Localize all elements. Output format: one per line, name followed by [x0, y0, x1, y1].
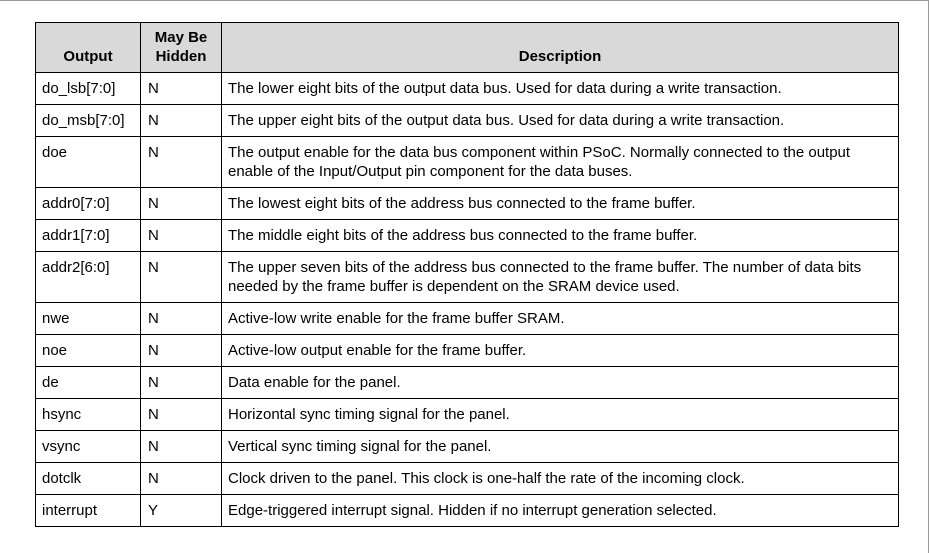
cell-description: Horizontal sync timing signal for the pa…: [221, 398, 899, 431]
cell-output: hsync: [35, 398, 141, 431]
cell-may-be-hidden: N: [140, 398, 222, 431]
cell-output: addr1[7:0]: [35, 219, 141, 252]
cell-may-be-hidden: N: [140, 219, 222, 252]
cell-may-be-hidden: N: [140, 430, 222, 463]
cell-description: The lowest eight bits of the address bus…: [221, 187, 899, 220]
header-hidden-line-1: May Be: [154, 29, 208, 46]
cell-may-be-hidden: Y: [140, 494, 222, 527]
cell-output: addr0[7:0]: [35, 187, 141, 220]
header-row: Output May Be Hidden Description: [35, 22, 899, 73]
header-description: Description: [221, 22, 899, 73]
cell-description: Active-low output enable for the frame b…: [221, 334, 899, 367]
cell-output: noe: [35, 334, 141, 367]
cell-output: nwe: [35, 302, 141, 335]
cell-description: The lower eight bits of the output data …: [221, 72, 899, 105]
cell-may-be-hidden: N: [140, 302, 222, 335]
cell-description: Vertical sync timing signal for the pane…: [221, 430, 899, 463]
cell-output: do_msb[7:0]: [35, 104, 141, 137]
cell-description: Active-low write enable for the frame bu…: [221, 302, 899, 335]
cell-output: interrupt: [35, 494, 141, 527]
cell-may-be-hidden: N: [140, 72, 222, 105]
cell-description: The upper eight bits of the output data …: [221, 104, 899, 137]
cell-may-be-hidden: N: [140, 462, 222, 495]
cell-description: Clock driven to the panel. This clock is…: [221, 462, 899, 495]
header-hidden-line-2: Hidden: [155, 48, 207, 65]
table-header: Output May Be Hidden Description: [35, 22, 899, 73]
cell-description: Edge-triggered interrupt signal. Hidden …: [221, 494, 899, 527]
outputs-table: Output May Be Hidden Description do_lsb[…: [35, 22, 899, 527]
page-frame-top-border: [0, 0, 929, 1]
cell-may-be-hidden: N: [140, 251, 222, 303]
cell-output: do_lsb[7:0]: [35, 72, 141, 105]
cell-output: vsync: [35, 430, 141, 463]
cell-may-be-hidden: N: [140, 334, 222, 367]
cell-may-be-hidden: N: [140, 187, 222, 220]
cell-may-be-hidden: N: [140, 104, 222, 137]
header-output: Output: [35, 22, 141, 73]
cell-description: The upper seven bits of the address bus …: [221, 251, 899, 303]
cell-output: addr2[6:0]: [35, 251, 141, 303]
cell-description: The middle eight bits of the address bus…: [221, 219, 899, 252]
header-may-be-hidden: May Be Hidden: [140, 22, 222, 73]
cell-description: The output enable for the data bus compo…: [221, 136, 899, 188]
cell-may-be-hidden: N: [140, 366, 222, 399]
cell-output: de: [35, 366, 141, 399]
cell-output: doe: [35, 136, 141, 188]
cell-output: dotclk: [35, 462, 141, 495]
cell-may-be-hidden: N: [140, 136, 222, 188]
cell-description: Data enable for the panel.: [221, 366, 899, 399]
